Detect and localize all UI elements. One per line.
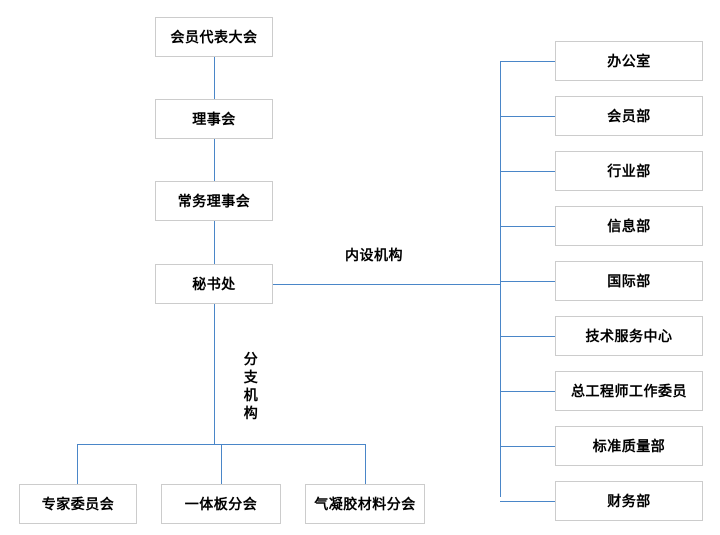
connector-secretariat-to-branches	[214, 304, 215, 444]
internal-dept-node-information-dept[interactable]: 信息部	[555, 206, 703, 246]
edge-label-internal-organizations: 内设机构	[345, 245, 403, 265]
internal-dept-node-membership-dept[interactable]: 会员部	[555, 96, 703, 136]
governance-node-council[interactable]: 理事会	[155, 99, 273, 139]
connector-trunk-to-information	[500, 226, 555, 227]
governance-node-standing-council[interactable]: 常务理事会	[155, 181, 273, 221]
internal-dept-node-industry-dept[interactable]: 行业部	[555, 151, 703, 191]
connector-bus-to-expert-committee	[77, 444, 78, 484]
governance-node-members-assembly[interactable]: 会员代表大会	[155, 17, 273, 57]
connector-trunk-to-industry	[500, 171, 555, 172]
connector-bus-to-aerogel	[365, 444, 366, 484]
branch-node-integrated-board-branch[interactable]: 一体板分会	[161, 484, 281, 524]
branch-node-expert-committee[interactable]: 专家委员会	[19, 484, 137, 524]
connector-secretariat-to-internal-trunk	[273, 284, 500, 285]
connector-trunk-to-chief-engineer	[500, 391, 555, 392]
connector-trunk-to-tech-center	[500, 336, 555, 337]
connector-council-to-standing	[214, 139, 215, 181]
connector-trunk-to-office	[500, 61, 555, 62]
internal-dept-node-standard-quality-dept[interactable]: 标准质量部	[555, 426, 703, 466]
connector-trunk-to-international	[500, 281, 555, 282]
connector-trunk-to-standard-quality	[500, 446, 555, 447]
internal-dept-node-chief-engineer-committee[interactable]: 总工程师工作委员	[555, 371, 703, 411]
internal-dept-node-tech-service-center[interactable]: 技术服务中心	[555, 316, 703, 356]
internal-dept-node-finance-dept[interactable]: 财务部	[555, 481, 703, 521]
connector-internal-trunk	[500, 61, 501, 497]
connector-standing-to-secretariat	[214, 221, 215, 264]
connector-bus-to-integrated-board	[221, 444, 222, 484]
governance-node-secretariat[interactable]: 秘书处	[155, 264, 273, 304]
internal-dept-node-office[interactable]: 办公室	[555, 41, 703, 81]
connector-trunk-to-membership	[500, 116, 555, 117]
edge-label-branch-organizations: 分支机构	[242, 348, 260, 424]
connector-trunk-to-finance	[500, 501, 555, 502]
branch-node-aerogel-material-branch[interactable]: 气凝胶材料分会	[305, 484, 425, 524]
connector-assembly-to-council	[214, 57, 215, 99]
internal-dept-node-international-dept[interactable]: 国际部	[555, 261, 703, 301]
